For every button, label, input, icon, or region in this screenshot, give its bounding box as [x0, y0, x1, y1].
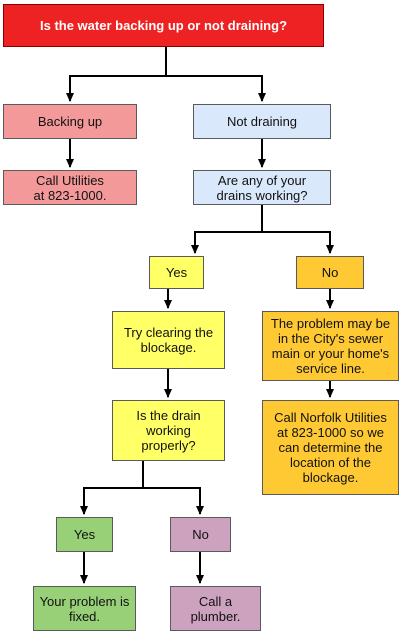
- any-drains-working-label: Are any of your drains working?: [216, 172, 308, 203]
- try-clearing-label: Try clearing the blockage.: [123, 325, 214, 355]
- yes-label-2: Yes: [73, 527, 96, 542]
- connector-drain-to-yes: [80, 461, 144, 515]
- connector-root-split: [66, 47, 167, 102]
- call-plumber-node: Call a plumber.: [170, 586, 261, 631]
- not-draining-label: Not draining: [226, 114, 298, 129]
- root-question-node: Is the water backing up or not draining?: [3, 4, 324, 47]
- connector-question-to-no: [262, 231, 334, 254]
- connector-root-to-not-draining: [166, 75, 266, 102]
- call-utilities-label: Call Utilities at 823-1000.: [33, 172, 107, 203]
- drain-working-node: Is the drain working properly?: [112, 400, 225, 461]
- backing-up-node: Backing up: [3, 104, 137, 139]
- connector-drain-to-no: [143, 487, 204, 515]
- no-label-2: No: [192, 527, 209, 542]
- call-norfolk-node: Call Norfolk Utilities at 823-1000 so we…: [262, 400, 399, 495]
- yes-node-1: Yes: [149, 256, 204, 289]
- city-sewer-label: The problem may be in the City's sewer m…: [270, 316, 391, 376]
- problem-fixed-label: Your problem is fixed.: [39, 593, 130, 624]
- connector-question-to-yes: [191, 205, 263, 254]
- backing-up-label: Backing up: [37, 114, 103, 129]
- no-label-1: No: [321, 265, 339, 280]
- try-clearing-node: Try clearing the blockage.: [112, 311, 225, 369]
- any-drains-working-node: Are any of your drains working?: [193, 170, 331, 205]
- problem-fixed-node: Your problem is fixed.: [33, 586, 136, 631]
- not-draining-node: Not draining: [193, 104, 331, 139]
- yes-label-1: Yes: [165, 265, 188, 280]
- call-plumber-label: Call a plumber.: [190, 593, 241, 624]
- drain-working-label: Is the drain working properly?: [136, 408, 201, 453]
- no-node-1: No: [296, 256, 364, 289]
- no-node-2: No: [170, 517, 231, 552]
- call-norfolk-label: Call Norfolk Utilities at 823-1000 so we…: [274, 410, 387, 485]
- root-question-label: Is the water backing up or not draining?: [39, 18, 288, 33]
- city-sewer-node: The problem may be in the City's sewer m…: [262, 311, 399, 381]
- call-utilities-node: Call Utilities at 823-1000.: [3, 170, 137, 205]
- yes-node-2: Yes: [56, 517, 113, 552]
